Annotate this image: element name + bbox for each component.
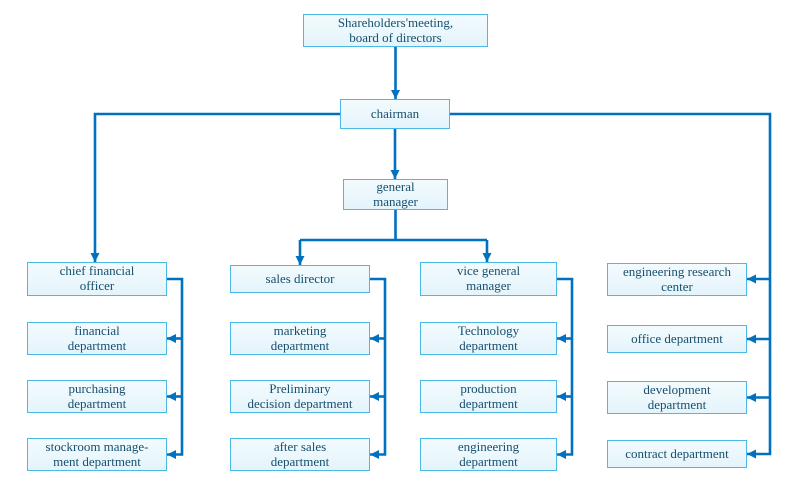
node-office-department: office department [607,325,747,353]
node-chairman: chairman [340,99,450,129]
node-technology-department: Technology department [420,322,557,355]
node-purchasing-department: purchasing department [27,380,167,413]
connector-vgm-rail [557,277,574,459]
node-general-manager: general manager [343,179,448,210]
node-chief-financial-officer: chief financial officer [27,262,167,296]
node-contract-department: contract department [607,440,747,468]
connector-sales-rail [370,277,387,459]
node-sales-director: sales director [230,265,370,293]
connector-chairman-cfo [90,112,340,262]
node-vice-general-manager: vice general manager [420,262,557,296]
node-preliminary-decision-department: Preliminary decision department [230,380,370,413]
connector-cfo-rail [167,277,184,459]
node-stockroom-management-department: stockroom manage- ment department [27,438,167,471]
node-marketing-department: marketing department [230,322,370,355]
node-production-department: production department [420,380,557,413]
connector-gm-split [300,210,487,242]
node-development-department: development department [607,381,747,414]
connector-chairman-right-rail [450,112,772,459]
node-after-sales-department: after sales department [230,438,370,471]
node-engineering-research-center: engineering research center [607,263,747,296]
node-shareholders-meeting: Shareholders'meeting, board of directors [303,14,488,47]
node-engineering-department: engineering department [420,438,557,471]
node-financial-department: financial department [27,322,167,355]
